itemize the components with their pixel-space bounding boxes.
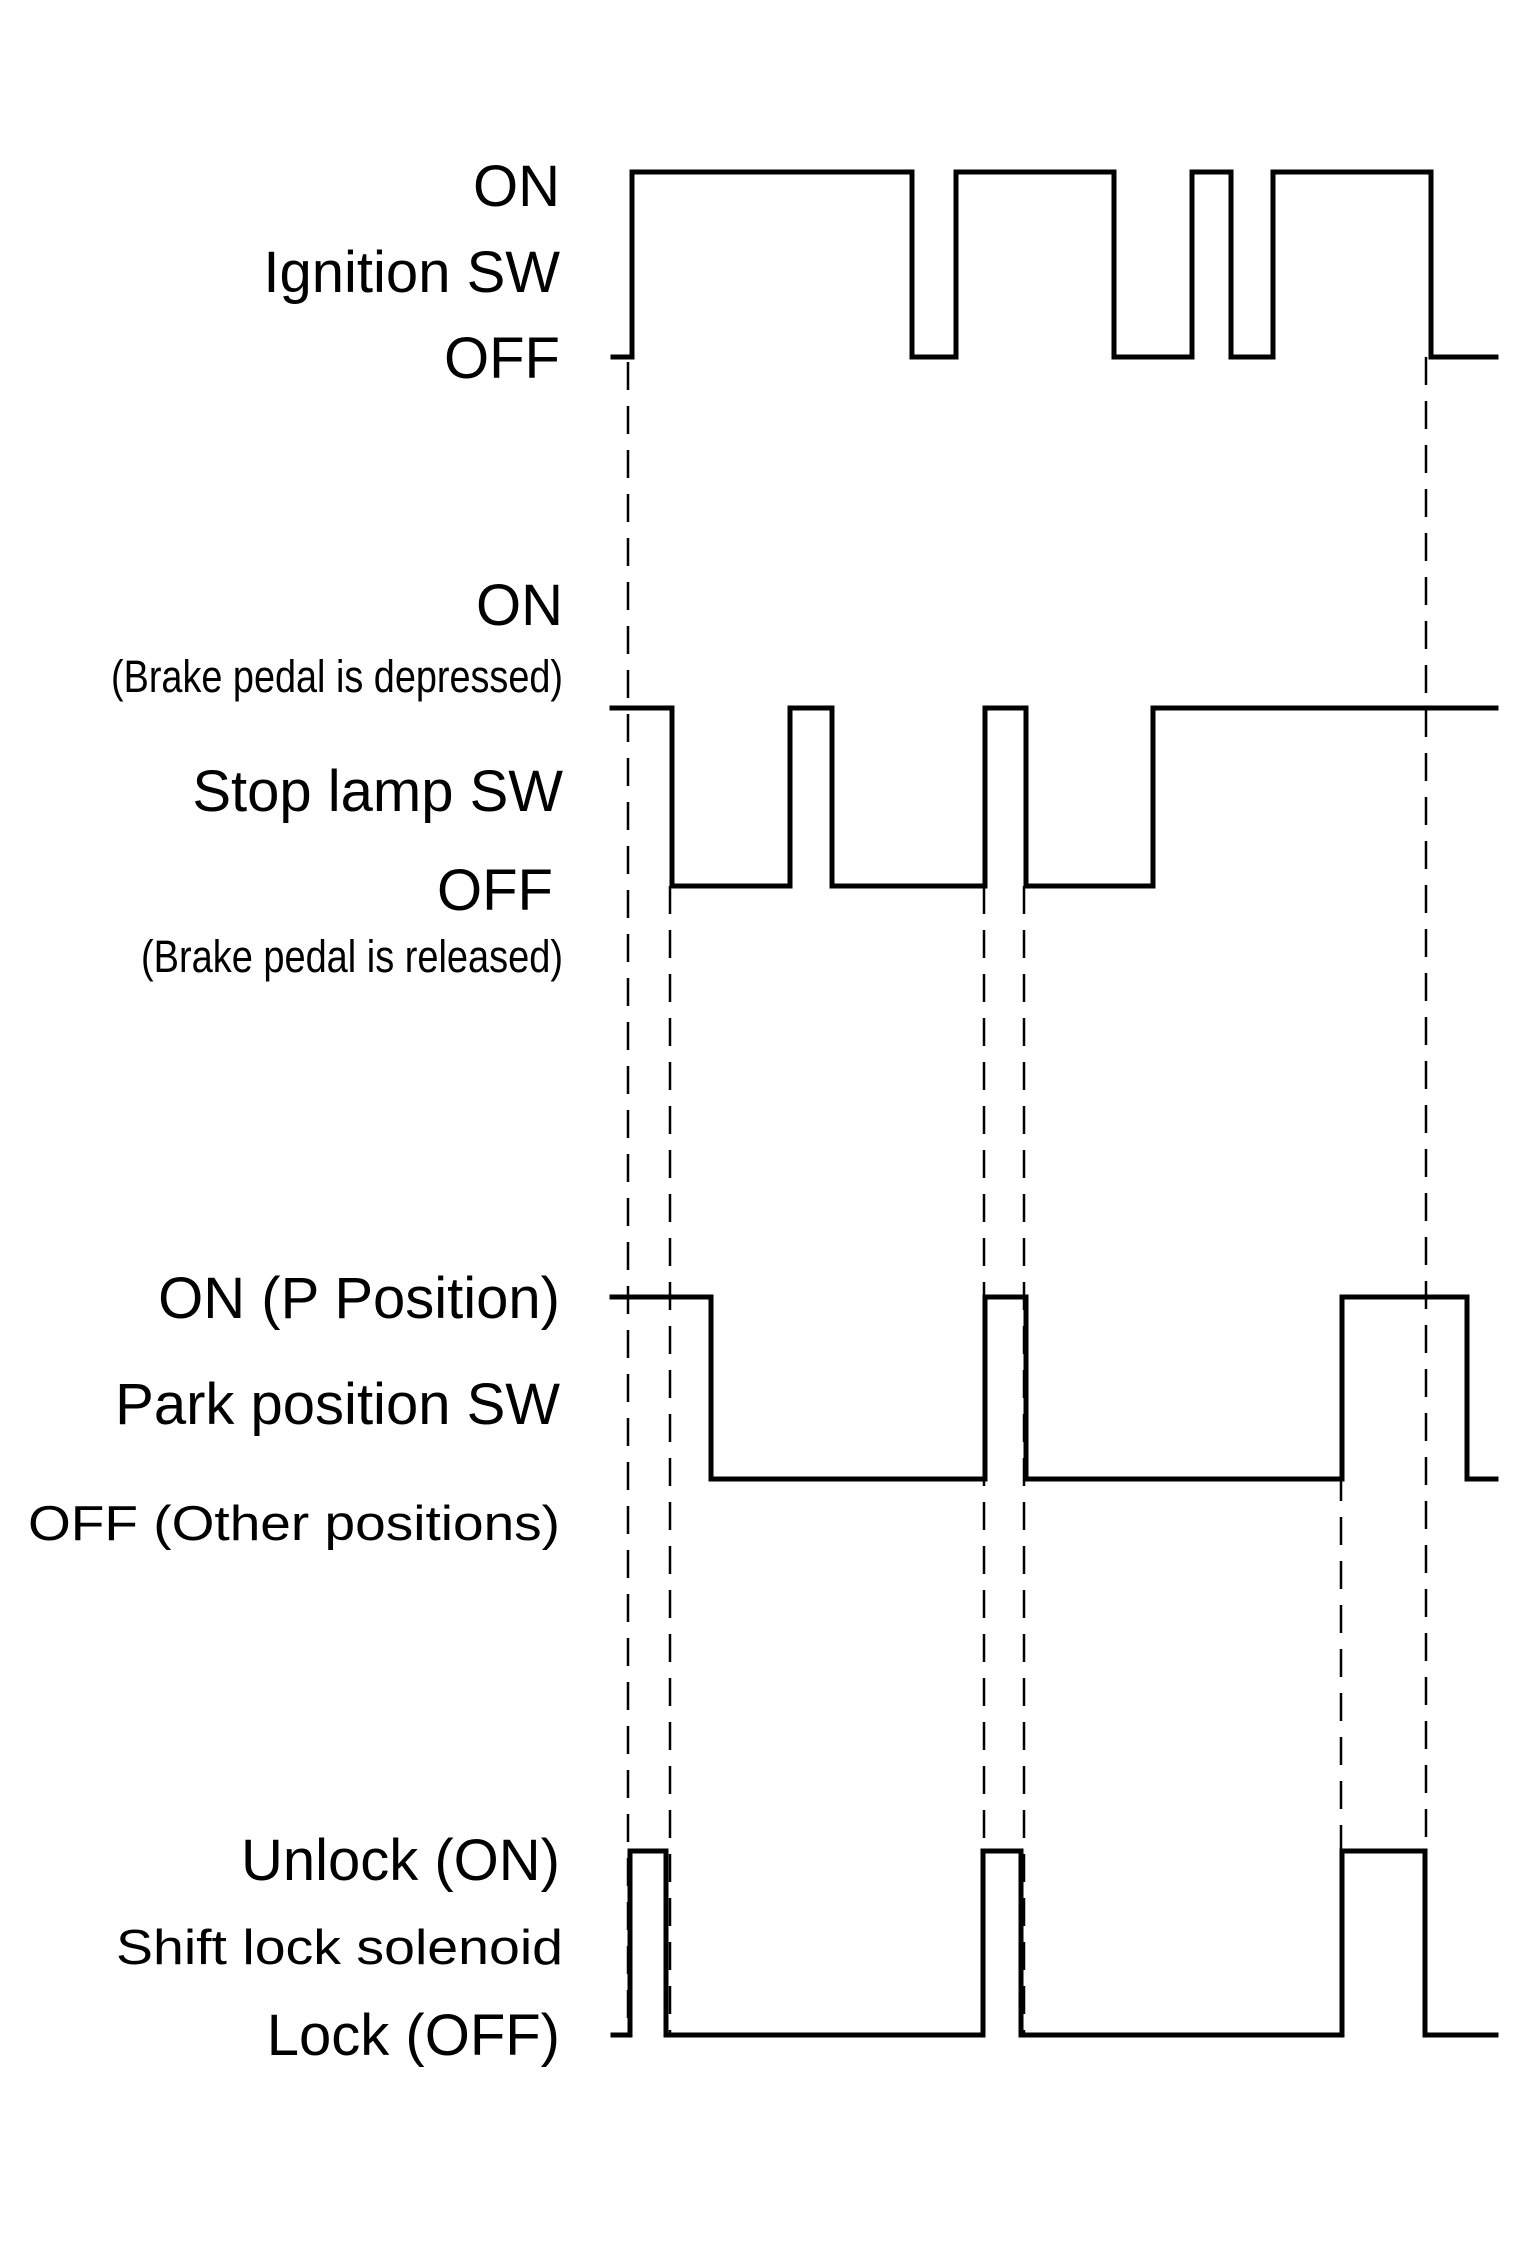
- shift-lock-name-label: Shift lock solenoid: [116, 1921, 563, 1975]
- park-position-waveform: [609, 1294, 1499, 1482]
- stop-lamp-on-label: ON: [476, 573, 563, 638]
- park-off-label: OFF (Other positions): [28, 1497, 560, 1551]
- ignition-name-label: Ignition SW: [263, 240, 560, 305]
- stop-lamp-on-note: (Brake pedal is depressed): [111, 651, 563, 702]
- stop-lamp-off-note: (Brake pedal is released): [141, 931, 563, 982]
- ignition-on-label: ON: [473, 154, 560, 219]
- park-name-label: Park position SW: [115, 1372, 560, 1437]
- stop-lamp-name-label: Stop lamp SW: [192, 759, 563, 824]
- shift-lock-lock-label: Lock (OFF): [267, 2003, 560, 2068]
- stop-lamp-labels: ON (Brake pedal is depressed) Stop lamp …: [111, 573, 563, 982]
- shift-lock-unlock-label: Unlock (ON): [241, 1828, 560, 1893]
- ignition-waveform: [610, 169, 1499, 360]
- ignition-labels: ON Ignition SW OFF: [263, 154, 560, 391]
- stop-lamp-waveform: [609, 705, 1499, 889]
- guide-lines: [626, 357, 1428, 2035]
- shift-lock-waveform: [610, 1848, 1499, 2038]
- waveforms: [609, 169, 1499, 2038]
- ignition-off-label: OFF: [444, 326, 560, 391]
- park-position-labels: ON (P Position) Park position SW OFF (Ot…: [28, 1266, 560, 1551]
- park-on-label: ON (P Position): [158, 1266, 560, 1331]
- stop-lamp-off-label: OFF: [437, 858, 553, 923]
- shift-lock-labels: Unlock (ON) Shift lock solenoid Lock (OF…: [116, 1828, 563, 2068]
